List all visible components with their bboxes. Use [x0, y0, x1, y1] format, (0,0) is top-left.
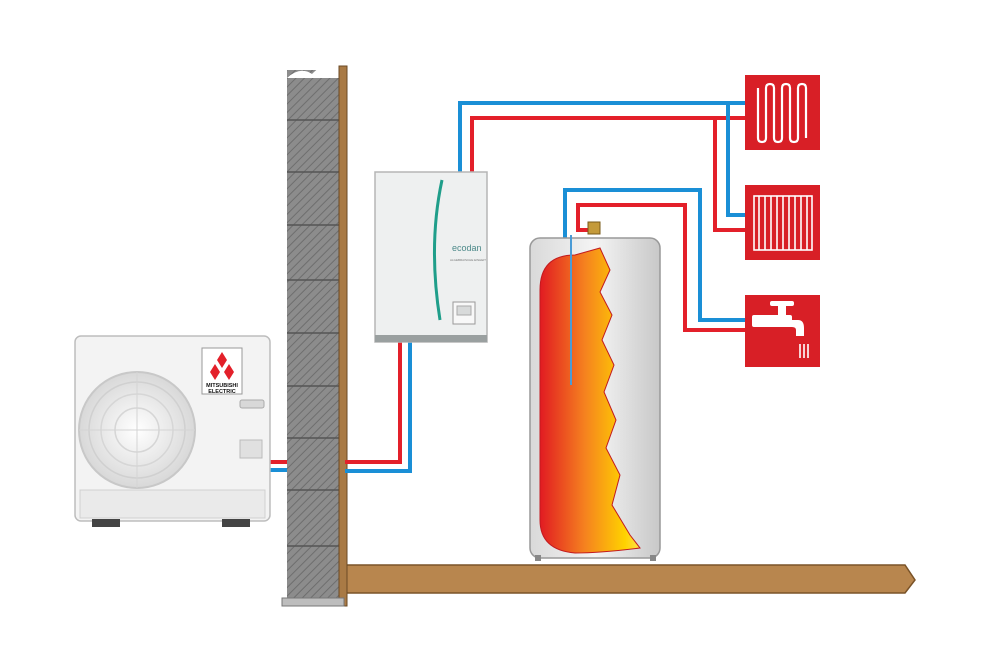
tap-icon	[752, 301, 804, 336]
brand-line-2: ELECTRIC	[208, 389, 236, 395]
outdoor-unit: MITSUBISHI ELECTRIC	[74, 335, 271, 527]
tank-cutaway-hot-water	[539, 247, 641, 554]
outlet-hot-water-tap	[745, 295, 820, 367]
control-display	[456, 305, 472, 316]
radiator-icon	[753, 195, 813, 251]
pipe-outdoor-to-indoor	[268, 340, 412, 473]
indoor-unit-subtitle: ALGEBRAISCHE EINHEIT	[450, 258, 486, 262]
pipe-indoor-to-heating	[458, 101, 750, 232]
accent-curve-icon	[433, 179, 444, 321]
underfloor-coil-icon	[756, 82, 808, 144]
ecodan-logo: ecodan	[452, 243, 482, 253]
tank-inlet-pipe	[570, 235, 572, 385]
brand-line-1: MITSUBISHI	[206, 383, 238, 389]
handle-icon	[239, 399, 265, 409]
fan-grille	[78, 371, 196, 489]
indoor-unit: ecodan ALGEBRAISCHE EINHEIT	[374, 171, 488, 343]
hot-water-tank	[529, 221, 661, 561]
floor	[344, 564, 916, 594]
water-drops-icon	[799, 344, 809, 358]
mitsubishi-logo-icon	[201, 347, 243, 395]
foot-left	[92, 519, 120, 527]
rating-plate	[239, 439, 263, 459]
outlet-radiator	[745, 185, 820, 260]
tank-valve-icon	[587, 221, 601, 235]
outlet-underfloor-heating	[745, 75, 820, 150]
foot-right	[222, 519, 250, 527]
wall	[281, 65, 348, 607]
